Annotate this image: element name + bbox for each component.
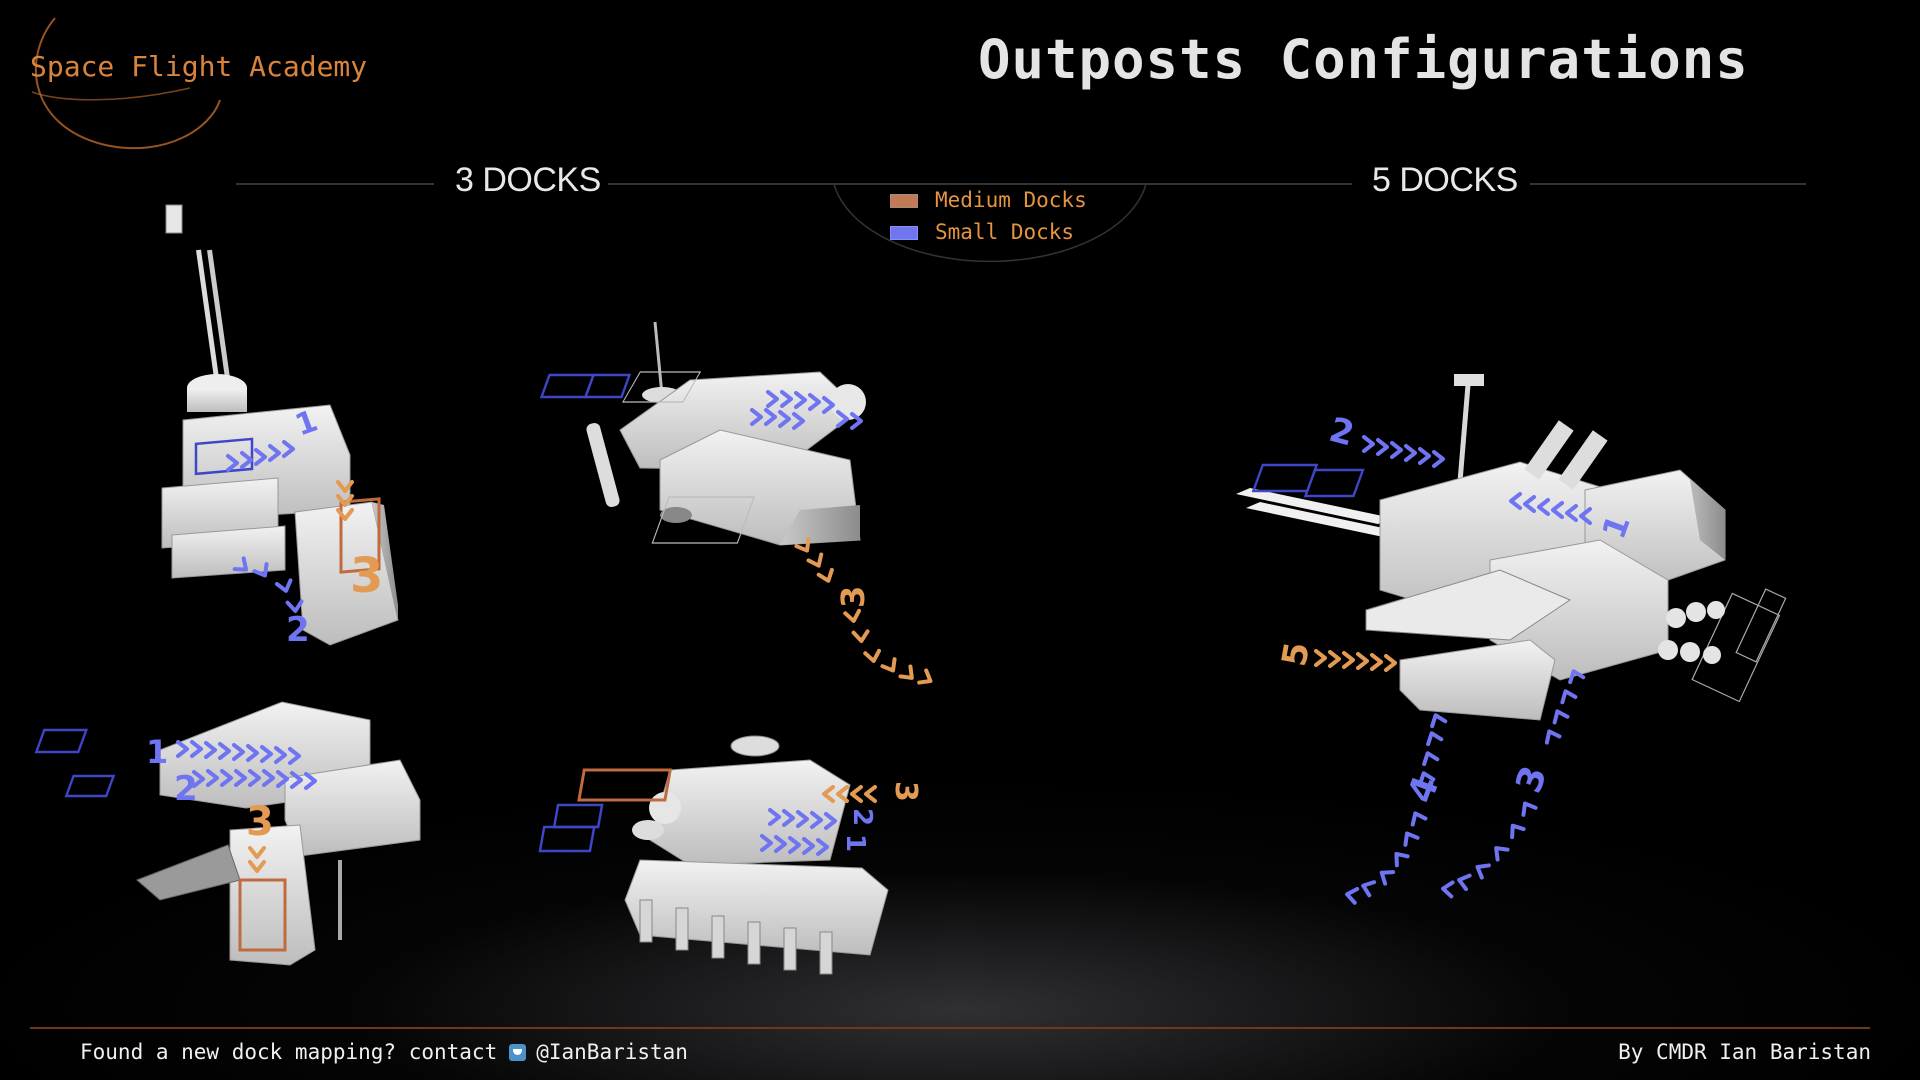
brand-orbit-logo — [31, 17, 221, 150]
twitter-handle-link[interactable]: @IanBaristan — [536, 1040, 688, 1064]
section-heading-5-docks: 5 DOCKS — [1372, 161, 1518, 199]
dock-lane-small-4 — [1343, 710, 1448, 905]
dock-number-2: 2 — [1325, 410, 1358, 455]
footer-contact-text: Found a new dock mapping? contact — [80, 1040, 498, 1064]
dock-number-3: 3 — [888, 781, 923, 802]
solar-array-right — [1691, 588, 1787, 703]
spheres — [1658, 601, 1725, 664]
dock-number-2: 2 — [174, 769, 198, 809]
dock-number-2: 2 — [286, 610, 310, 650]
legend-swatch-small — [890, 226, 918, 240]
solar-array-a — [621, 371, 755, 544]
dock-lane-medium — [1314, 649, 1397, 672]
antenna-mast — [165, 204, 231, 380]
dock-number-3: 3 — [246, 799, 274, 845]
dock-number-3: 3 — [1508, 761, 1555, 799]
page-title: Outposts Configurations — [978, 28, 1749, 91]
twitter-icon[interactable] — [509, 1043, 527, 1061]
solar-array-long — [1236, 488, 1402, 538]
outpost-3dock-c: 1 2 3 — [34, 701, 421, 966]
outpost-3dock-a: 1 3 2 — [161, 204, 399, 650]
footer-credit: By CMDR Ian Baristan — [1618, 1040, 1871, 1064]
legend-arc — [833, 183, 1147, 263]
legend-swatch-medium — [890, 194, 918, 208]
legend-label-medium: Medium Docks — [935, 188, 1087, 212]
dock-number-1: 1 — [840, 834, 870, 852]
dock-number-3: 3 — [350, 548, 383, 604]
dock-lane-medium — [794, 537, 936, 690]
dock-number-2: 2 — [847, 808, 877, 826]
dock-lane-small-2 — [1362, 435, 1445, 468]
dock-number-4: 4 — [1400, 771, 1447, 809]
dock-number-1: 1 — [146, 733, 168, 771]
brand-title: Space Flight Academy — [30, 50, 368, 83]
outpost-5dock: 2 1 5 4 — [1236, 374, 1787, 905]
dock-number-5: 5 — [1275, 639, 1319, 669]
station-legs — [639, 899, 833, 975]
section-heading-3-docks: 3 DOCKS — [455, 161, 601, 199]
dock-number-3: 3 — [834, 586, 872, 608]
legend-label-small: Small Docks — [935, 220, 1075, 244]
outpost-3dock-b: 3 — [539, 321, 936, 690]
footer-contact: Found a new dock mapping? contact @IanBa… — [80, 1040, 688, 1064]
outpost-3dock-d: 3 2 1 — [538, 735, 923, 975]
